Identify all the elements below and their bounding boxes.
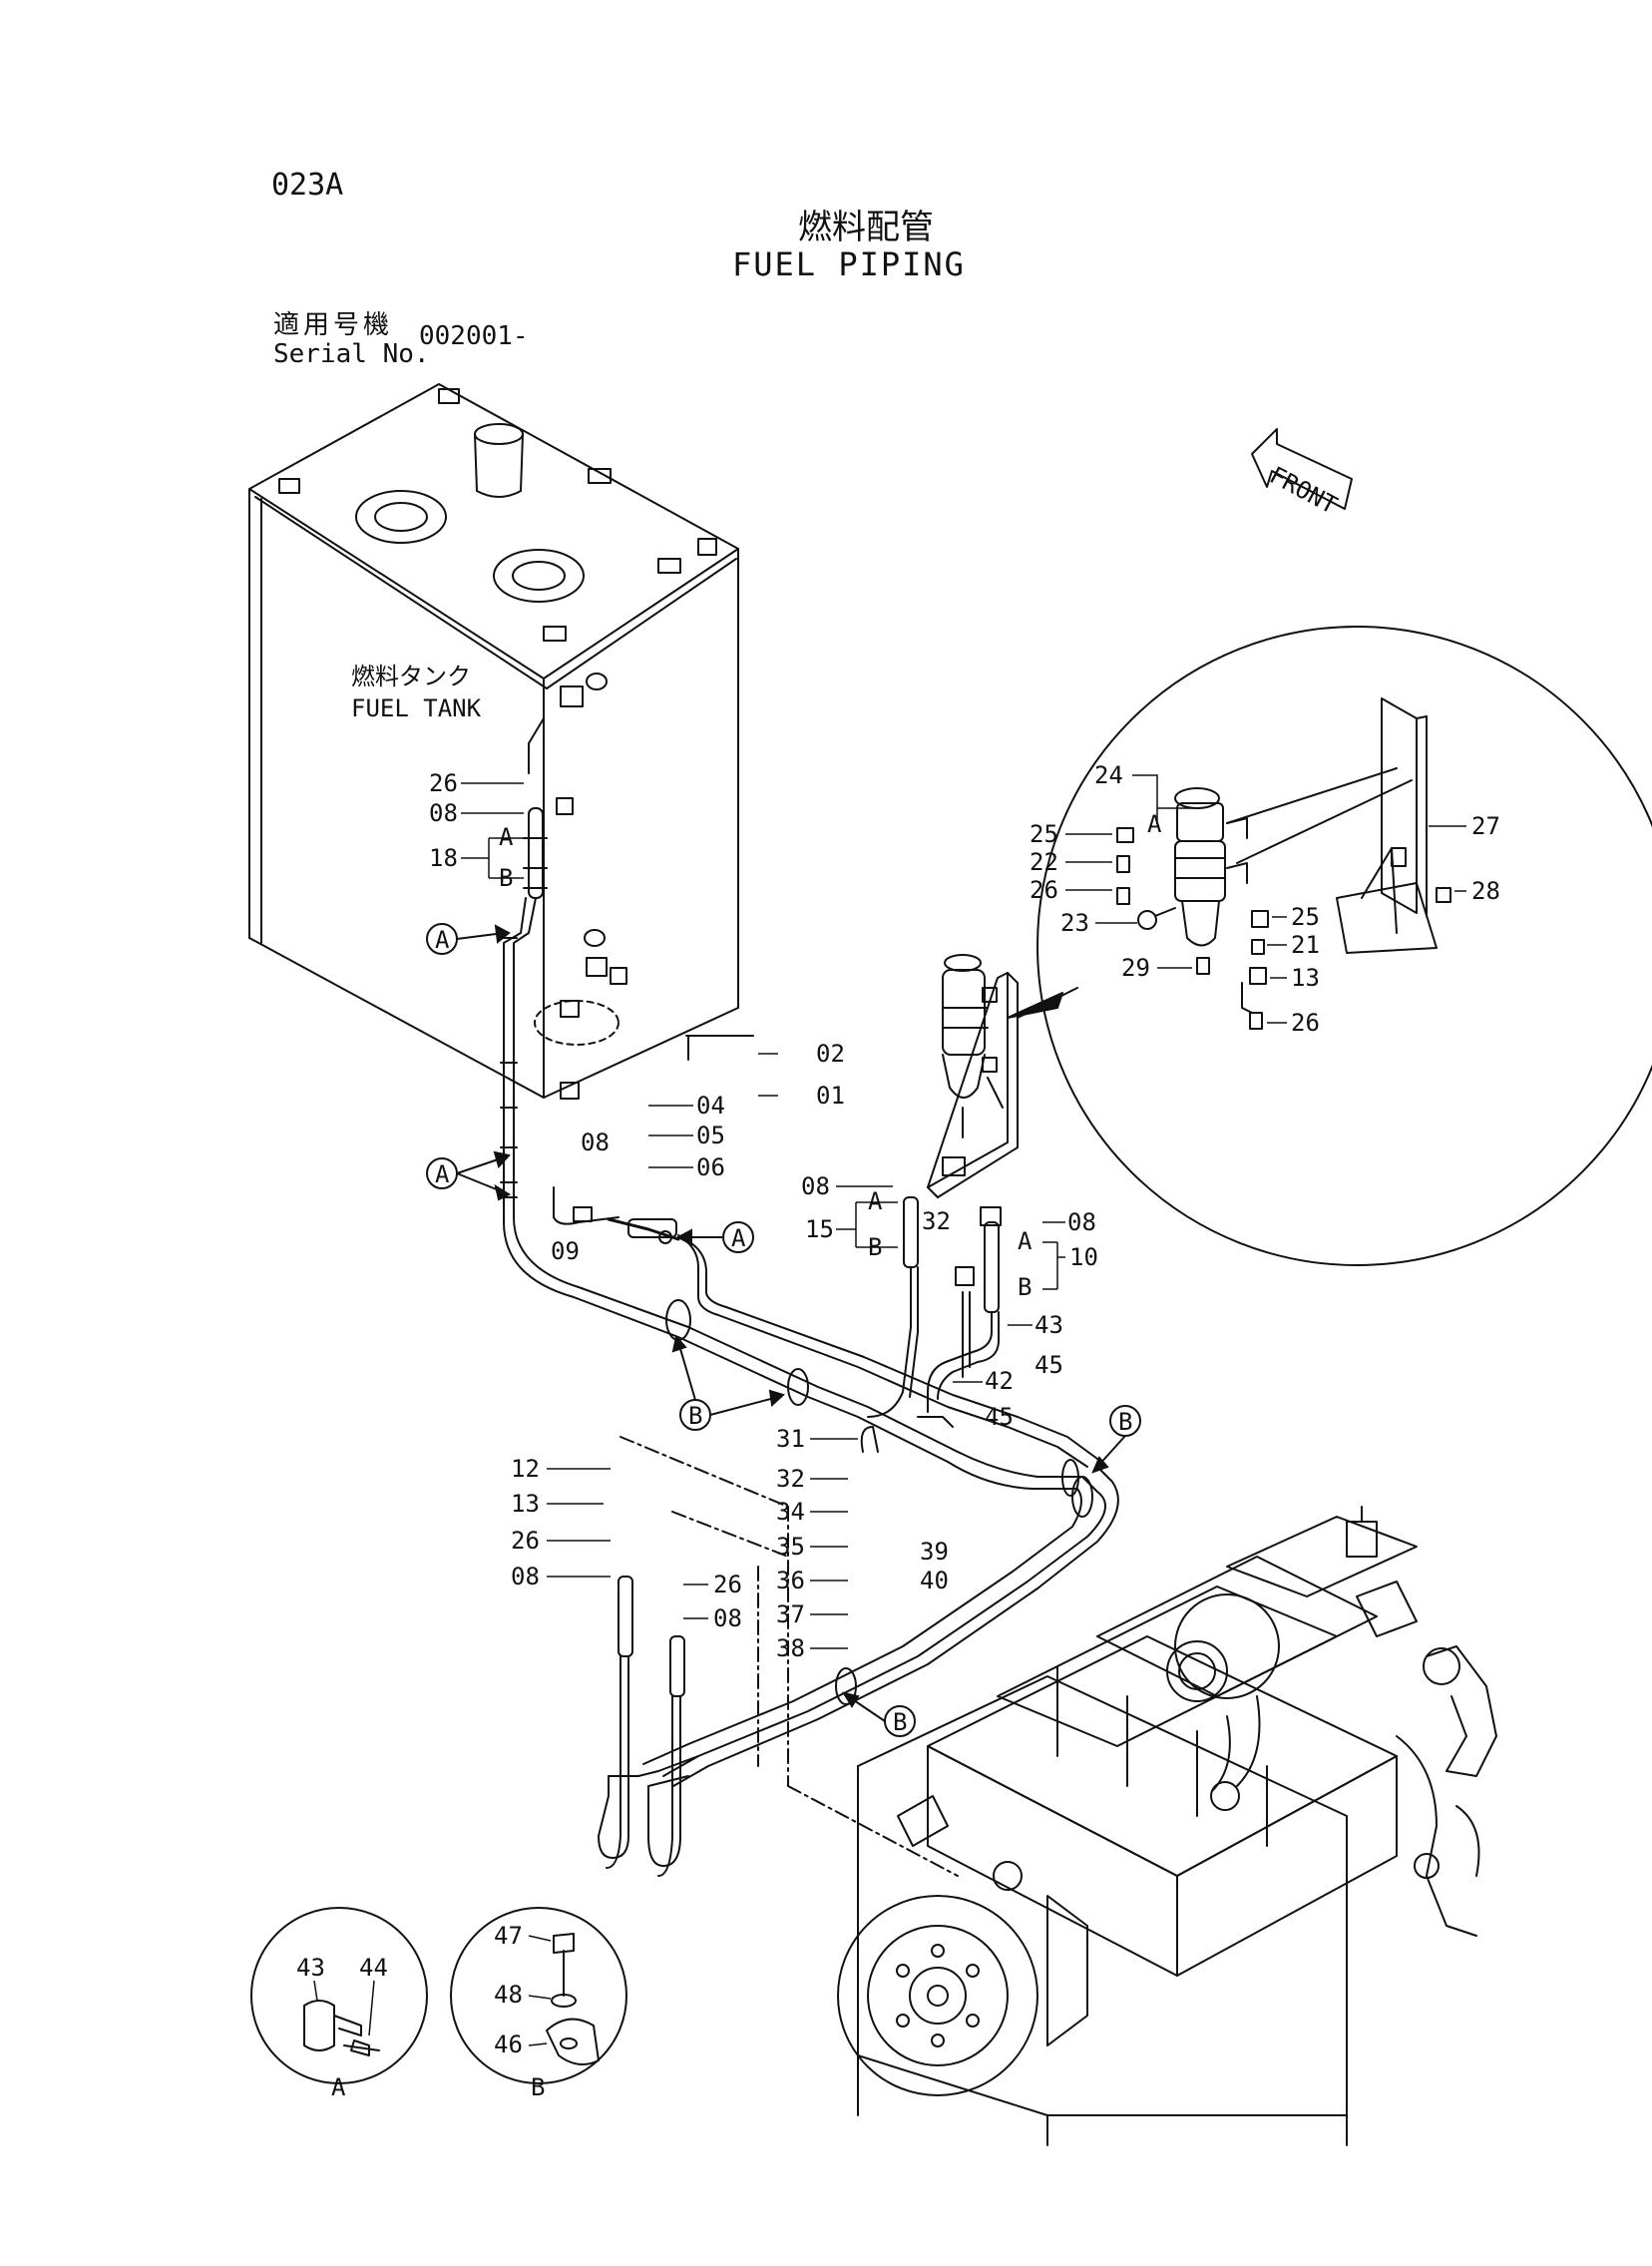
serial-label-english: Serial No. <box>273 339 430 369</box>
part-number: 25 <box>1030 820 1058 848</box>
part-number: 26 <box>713 1571 742 1598</box>
title-english: FUEL PIPING <box>732 245 966 283</box>
bracket-marker: A <box>868 1187 883 1215</box>
part-number: 08 <box>429 799 458 827</box>
part-number: 38 <box>776 1634 805 1662</box>
part-number: 24 <box>1094 761 1123 789</box>
part-number: 21 <box>1291 931 1320 959</box>
marker-label: A <box>435 1160 450 1188</box>
hose-18 <box>500 807 959 1463</box>
part-number: 32 <box>922 1207 951 1235</box>
page-id: 023A <box>271 168 344 203</box>
part-number: 04 <box>696 1092 725 1120</box>
fuel-filter-assembly <box>860 954 1019 1453</box>
part-number: 39 <box>920 1538 949 1566</box>
part-number: 23 <box>1060 909 1089 937</box>
part-number: 13 <box>511 1490 540 1518</box>
marker-label: B <box>893 1708 907 1736</box>
marker-label: A <box>731 1224 746 1252</box>
part-number: 31 <box>776 1425 805 1453</box>
tank-label-english: FUEL TANK <box>351 694 482 722</box>
diagram-text: FRONT 燃料タンク FUEL TANK A A A B B B 26 08 … <box>296 461 1500 2101</box>
part-number: 08 <box>511 1563 540 1590</box>
part-number: 10 <box>1069 1243 1098 1271</box>
part-number: 43 <box>296 1954 325 1982</box>
part-number: 22 <box>1030 848 1058 876</box>
part-number: 08 <box>801 1172 830 1200</box>
part-number: 02 <box>816 1040 845 1068</box>
part-number: 45 <box>985 1403 1014 1431</box>
part-number: 37 <box>776 1600 805 1628</box>
front-direction-arrow <box>1251 428 1353 510</box>
engine-block <box>837 1506 1497 2146</box>
part-number: 08 <box>1067 1208 1096 1236</box>
part-number: 29 <box>1121 954 1150 982</box>
part-number: 48 <box>494 1981 523 2009</box>
part-number: 08 <box>713 1604 742 1632</box>
part-number: 09 <box>551 1237 580 1265</box>
part-number: 26 <box>429 769 458 797</box>
part-number: 01 <box>816 1082 845 1110</box>
bracket-marker: A <box>1018 1227 1032 1255</box>
leader-lines <box>620 1436 959 1877</box>
part-number: 47 <box>494 1922 523 1950</box>
part-number: 05 <box>696 1122 725 1149</box>
part-number: 42 <box>985 1367 1014 1395</box>
marker-label: B <box>688 1402 702 1430</box>
marker-label: A <box>435 926 450 954</box>
detail-label: A <box>331 2073 346 2101</box>
bracket-marker: A <box>1147 810 1162 838</box>
bracket-marker: A <box>499 823 514 851</box>
part-number: 12 <box>511 1455 540 1483</box>
part-number: 26 <box>511 1527 540 1555</box>
part-number: 43 <box>1034 1311 1063 1339</box>
fuel-tank <box>248 383 754 1100</box>
serial-label-japanese: 適用号機 <box>273 310 394 340</box>
marker-label: B <box>1118 1408 1132 1436</box>
return-line <box>553 1186 1019 1428</box>
part-number: 36 <box>776 1567 805 1594</box>
part-number: 06 <box>696 1153 725 1181</box>
bracket-marker: B <box>1018 1273 1032 1301</box>
marker-arrows <box>456 924 1126 1722</box>
part-number: 40 <box>920 1567 949 1594</box>
part-number: 26 <box>1291 1009 1320 1037</box>
part-number: 34 <box>776 1498 805 1526</box>
callout-markers <box>426 923 1141 1737</box>
part-number: 28 <box>1471 877 1500 905</box>
part-number: 08 <box>581 1129 610 1156</box>
label-leaders <box>313 774 1466 2046</box>
filter-detail-callout <box>1007 626 1652 1266</box>
detail-A-circle <box>250 1907 428 2084</box>
title-japanese: 燃料配管 <box>798 208 934 247</box>
part-number: 27 <box>1471 812 1500 840</box>
part-number: 18 <box>429 844 458 872</box>
tank-label-japanese: 燃料タンク <box>351 663 471 690</box>
part-number: 46 <box>494 2031 523 2058</box>
part-number: 44 <box>359 1954 388 1982</box>
part-number: 13 <box>1291 964 1320 992</box>
part-number: 45 <box>1034 1351 1063 1379</box>
serial-number-value: 002001- <box>419 321 529 351</box>
part-number: 26 <box>1030 876 1058 904</box>
part-number: 35 <box>776 1533 805 1561</box>
detail-B-circle <box>450 1907 627 2084</box>
part-number: 32 <box>776 1465 805 1493</box>
detail-label: B <box>531 2073 545 2101</box>
part-number: 15 <box>805 1215 834 1243</box>
main-fuel-lines <box>598 1299 1119 1877</box>
part-number: 25 <box>1291 903 1320 931</box>
